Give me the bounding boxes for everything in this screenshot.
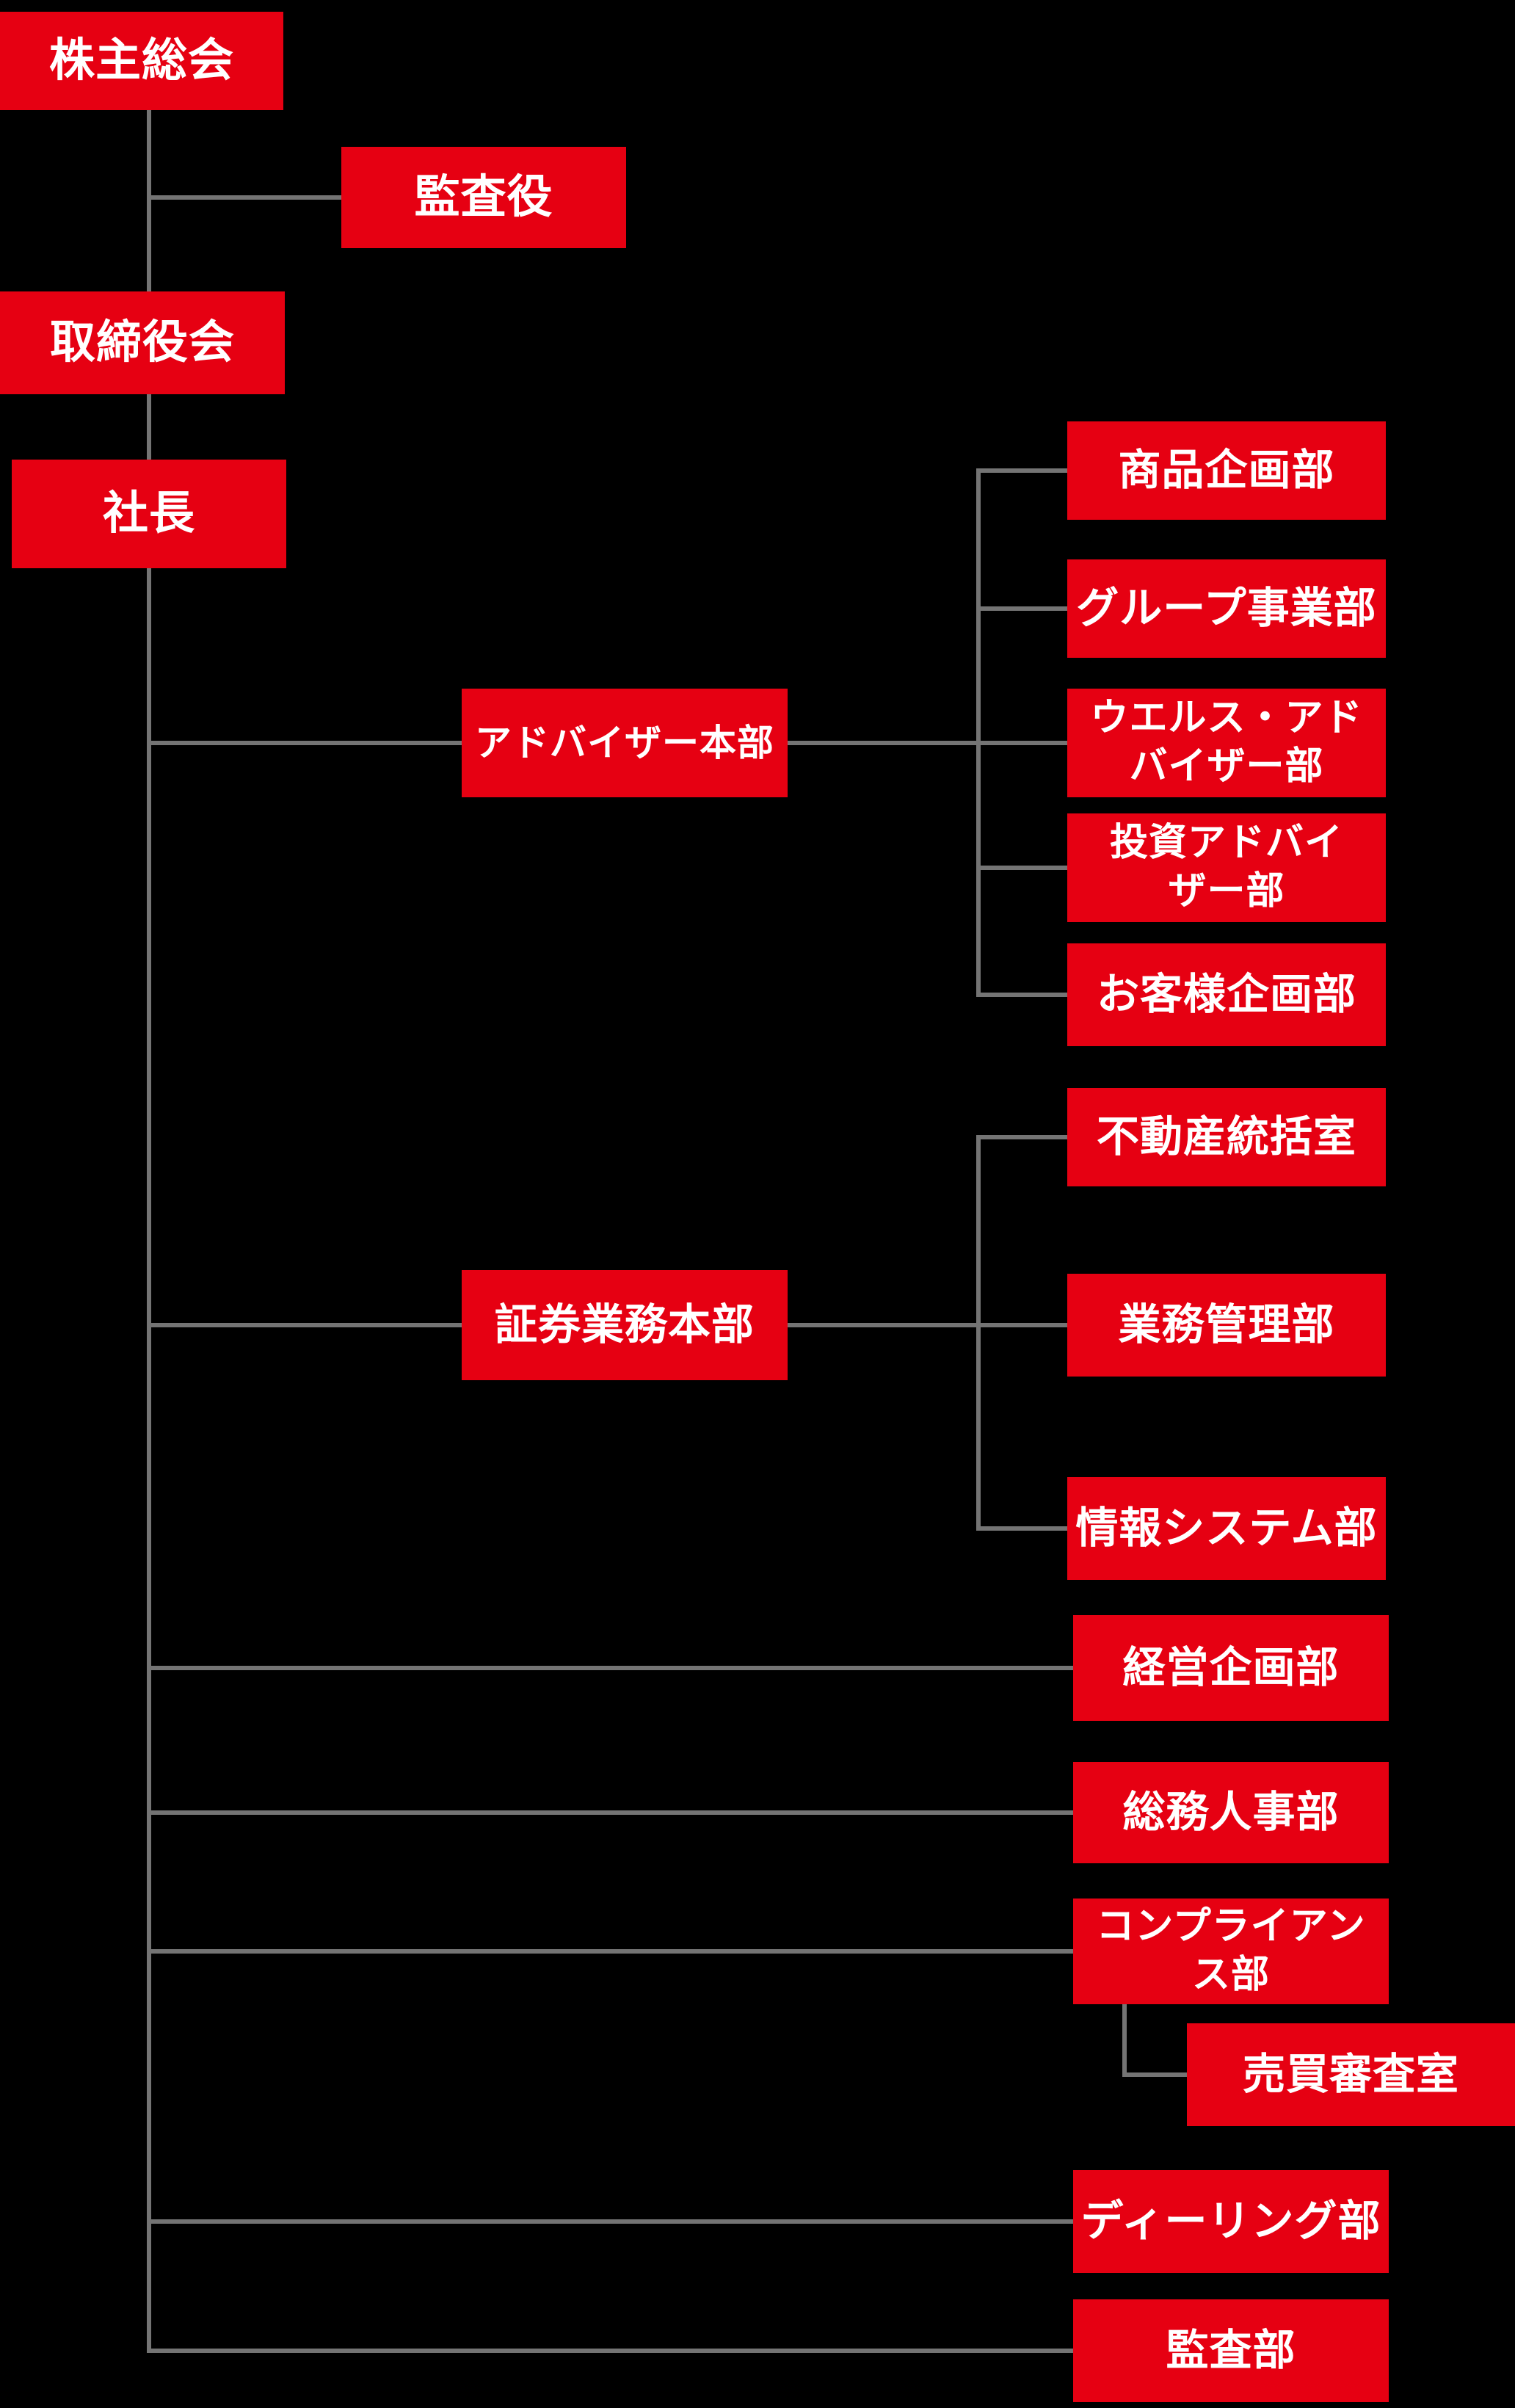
connector-branch-audit	[147, 2349, 1073, 2353]
org-node-compliance: コンプライアン ス部	[1073, 1899, 1389, 2004]
org-node-wealth-advisor: ウエルス・アド バイザー部	[1067, 689, 1386, 797]
connector-branch-advisor-hq	[147, 741, 462, 745]
connector-stub-wealth-advisor	[976, 741, 1067, 745]
connector-advisor-hq-link	[788, 741, 981, 745]
connector-compliance-drop	[1122, 2002, 1127, 2077]
org-node-real-estate-office: 不動産統括室	[1067, 1088, 1386, 1186]
org-node-auditor: 監査役	[341, 147, 626, 248]
connector-branch-corporate-planning	[147, 1666, 1073, 1670]
connector-branch-securities-hq	[147, 1323, 462, 1327]
org-node-audit: 監査部	[1073, 2299, 1389, 2402]
connector-compliance-elbow	[1122, 2072, 1187, 2077]
org-node-operations-management: 業務管理部	[1067, 1274, 1386, 1377]
org-node-corporate-planning: 経営企画部	[1073, 1615, 1389, 1721]
connector-stub-real-estate	[976, 1135, 1067, 1139]
connector-stub-information-systems	[976, 1526, 1067, 1531]
connector-securities-hq-link	[788, 1323, 981, 1327]
connector-stub-customer-planning	[976, 993, 1067, 997]
org-node-trade-review-office: 売買審査室	[1187, 2023, 1515, 2126]
connector-branch-dealing	[147, 2219, 1073, 2224]
org-node-shareholders-meeting: 株主総会	[0, 12, 283, 110]
connector-branch-general-affairs	[147, 1810, 1073, 1815]
org-node-president: 社長	[12, 460, 286, 568]
connector-stub-group-business	[976, 606, 1067, 611]
org-node-investment-advisor: 投資アドバイ ザー部	[1067, 813, 1386, 922]
org-node-customer-planning: お客様企画部	[1067, 943, 1386, 1046]
org-node-group-business: グループ事業部	[1067, 559, 1386, 658]
connector-stub-investment-advisor	[976, 866, 1067, 870]
org-node-securities-hq: 証券業務本部	[462, 1270, 788, 1380]
connector-branch-auditor	[147, 195, 341, 200]
connector-stub-operations-management	[976, 1323, 1067, 1327]
connector-branch-compliance	[147, 1949, 1073, 1954]
org-node-information-systems: 情報システム部	[1067, 1477, 1386, 1580]
org-node-product-planning: 商品企画部	[1067, 421, 1386, 520]
org-node-general-affairs-hr: 総務人事部	[1073, 1762, 1389, 1863]
org-node-dealing: ディーリング部	[1073, 2170, 1389, 2273]
org-node-advisor-hq: アドバイザー本部	[462, 689, 788, 797]
connector-main-spine	[147, 110, 151, 2353]
connector-securities-child-spine	[976, 1135, 981, 1531]
connector-advisor-child-spine	[976, 468, 981, 997]
connector-stub-product-planning	[976, 468, 1067, 473]
org-node-board-of-directors: 取締役会	[0, 291, 285, 394]
